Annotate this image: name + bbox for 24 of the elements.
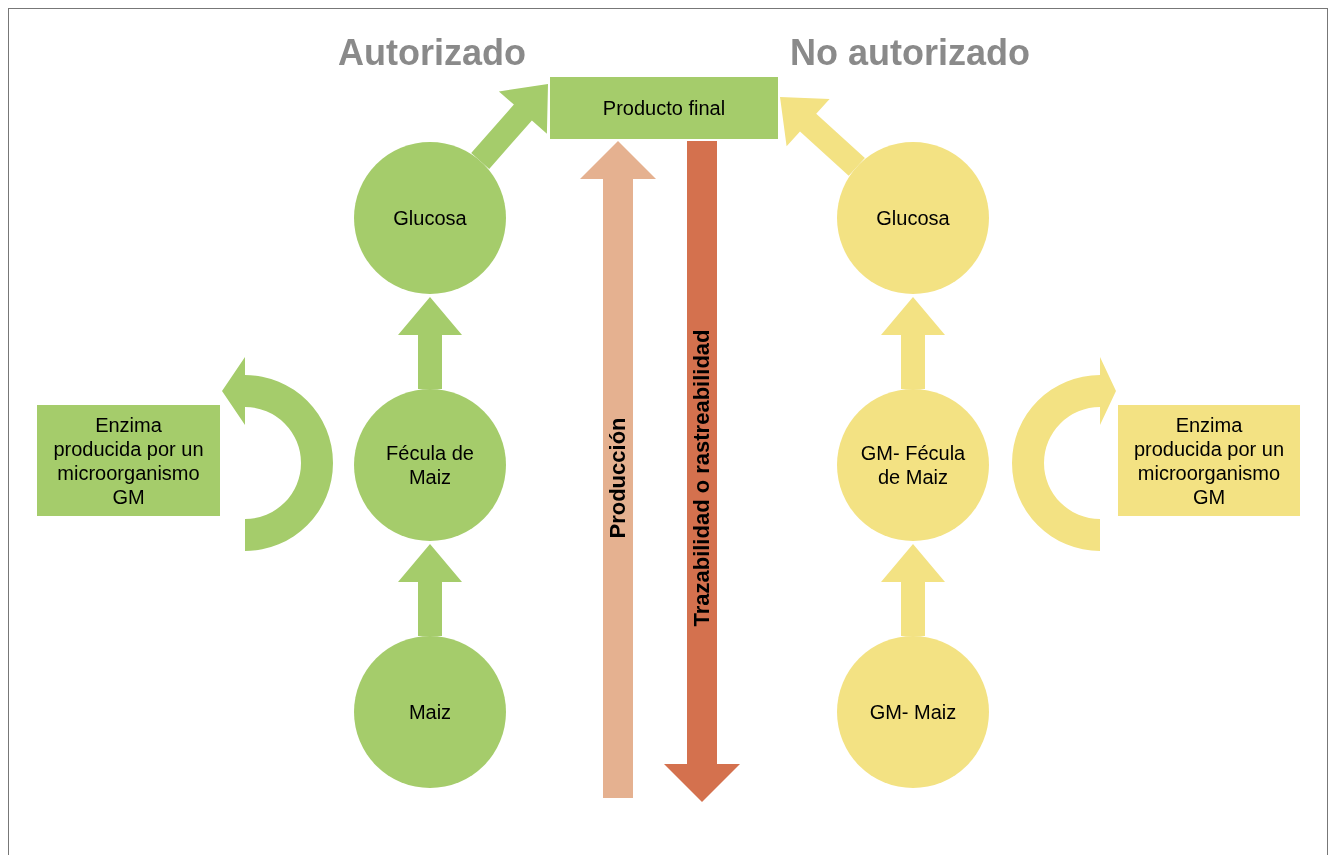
node-label: Producto final — [602, 96, 726, 120]
block-arrow — [580, 141, 656, 798]
process-box — [550, 77, 778, 139]
block-arrow — [881, 297, 945, 389]
node-label: GM- Fécula de Maiz — [859, 441, 967, 489]
node-label: GM- Maiz — [869, 700, 957, 724]
process-box — [1118, 405, 1300, 516]
node-label: Fécula de Maiz — [385, 441, 475, 489]
section-title: Autorizado — [337, 32, 527, 74]
process-box — [37, 405, 220, 516]
block-arrow — [664, 141, 740, 802]
section-title: No autorizado — [789, 32, 1031, 74]
block-arrow — [881, 544, 945, 636]
block-arrow — [780, 97, 865, 176]
block-arrow — [471, 84, 548, 169]
node-label: Glucosa — [876, 206, 950, 230]
block-arrow — [398, 544, 462, 636]
node-label: Glucosa — [393, 206, 467, 230]
node-label: Enzima producida por un microorganismo GM — [52, 412, 205, 509]
edge-label: Producción — [605, 417, 631, 539]
node-label: Enzima producida por un microorganismo GM — [1132, 412, 1286, 509]
node-label: Maiz — [408, 700, 452, 724]
block-arrow — [398, 297, 462, 389]
edge-label: Trazabilidad o rastreabilidad — [689, 329, 715, 627]
